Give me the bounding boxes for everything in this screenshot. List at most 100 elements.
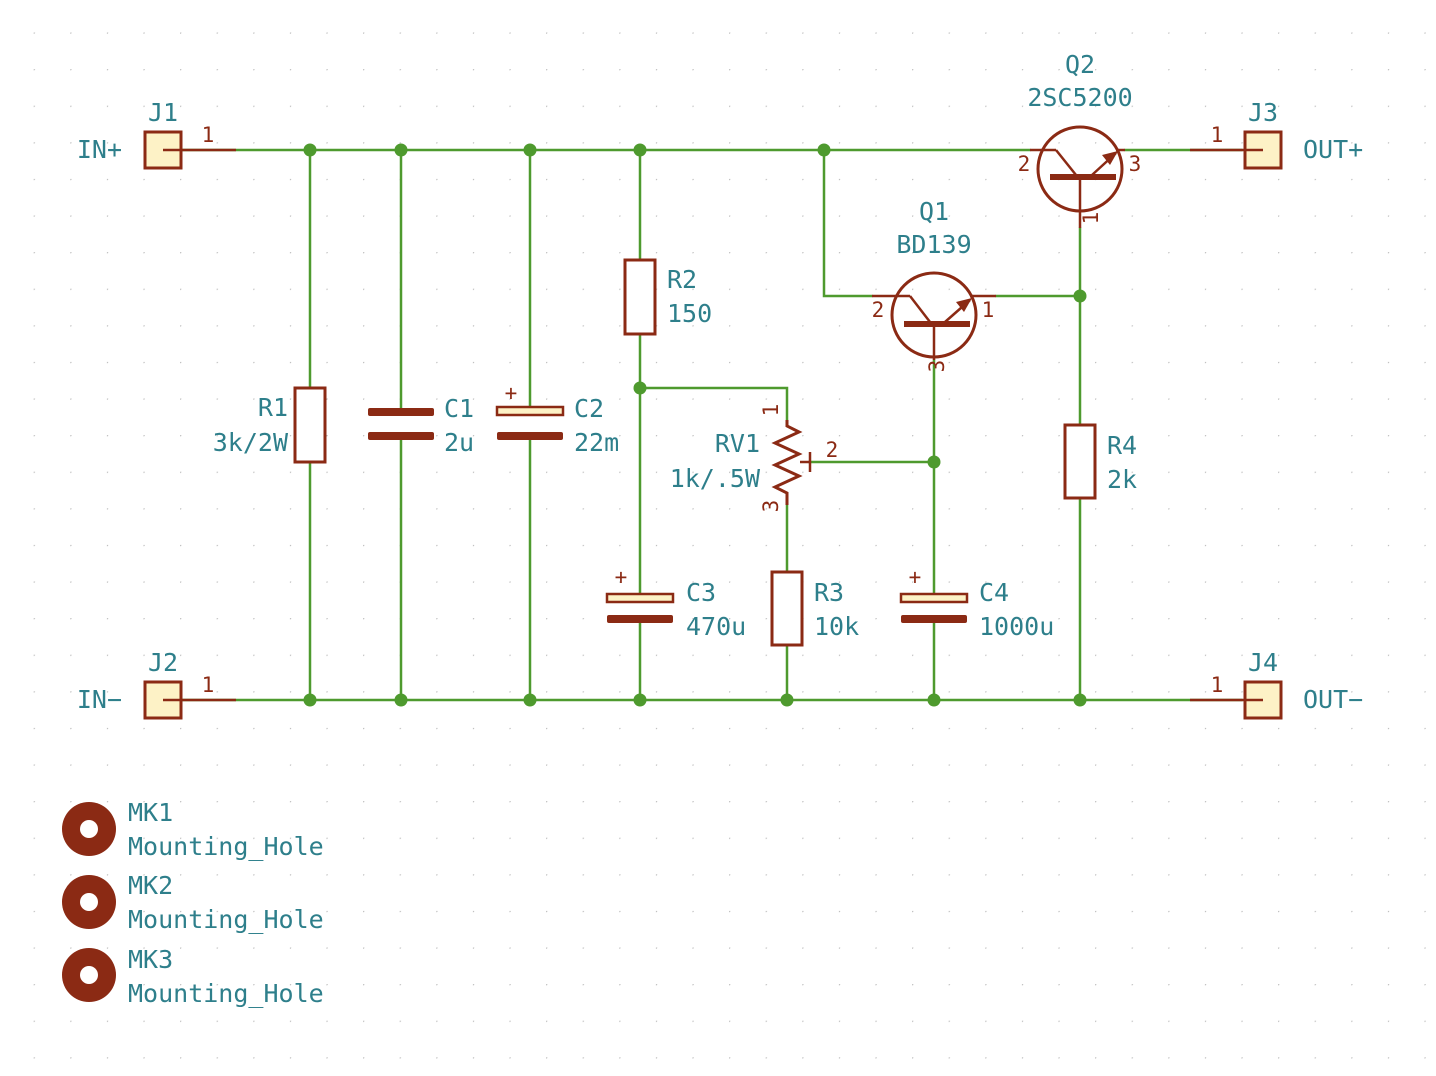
capacitor-c2-plate-negative <box>497 432 563 440</box>
wire-q1-base[interactable] <box>822 148 874 298</box>
capacitor-c1[interactable]: C1 2u <box>368 394 474 457</box>
resistor-r3-body <box>770 570 804 647</box>
junction-dot <box>1073 693 1087 707</box>
junctions <box>303 143 1087 707</box>
mounting-hole-mk1-ref: MK1 <box>128 798 173 827</box>
transistor-q1-ref: Q1 <box>919 197 949 226</box>
junction-dot <box>394 693 408 707</box>
capacitor-c3-value: 470u <box>686 612 746 641</box>
resistor-r2-value: 150 <box>667 299 712 328</box>
resistor-r1-value: 3k/2W <box>213 428 289 457</box>
mounting-hole-mk2-value: Mounting_Hole <box>128 905 324 934</box>
capacitor-c4[interactable]: + C4 1000u <box>899 565 1054 641</box>
capacitor-c3-plate-positive <box>605 592 675 604</box>
potentiometer-rv1-pin-1: 1 <box>759 404 783 417</box>
resistor-r2-ref: R2 <box>667 265 697 294</box>
potentiometer-rv1-zigzag <box>771 420 803 505</box>
resistor-r3[interactable]: R3 10k <box>770 570 859 647</box>
junction-dot <box>633 143 647 157</box>
junction-dot <box>780 693 794 707</box>
capacitor-c2-value: 22m <box>574 428 619 457</box>
capacitor-c3-ref: C3 <box>686 578 716 607</box>
transistor-q2-pin-base: 2 <box>1018 152 1031 176</box>
connector-j1-ref: J1 <box>148 98 178 127</box>
transistor-q2-value: 2SC5200 <box>1027 83 1132 112</box>
capacitor-c3-polarity: + <box>615 565 628 589</box>
junction-dot <box>927 693 941 707</box>
mounting-hole-mk2[interactable]: MK2 Mounting_Hole <box>62 871 324 934</box>
connector-j1-pin-number: 1 <box>202 123 215 147</box>
connector-j1[interactable]: J1 1 IN+ <box>77 98 236 170</box>
mounting-hole-drill <box>80 966 98 984</box>
connector-j4[interactable]: J4 1 OUT− <box>1190 648 1363 720</box>
mounting-hole-mk2-ref: MK2 <box>128 871 173 900</box>
transistor-q1-collector-inner <box>909 295 931 323</box>
net-label-out-minus: OUT− <box>1303 685 1363 714</box>
capacitor-c3[interactable]: + C3 470u <box>605 565 746 641</box>
capacitor-c2[interactable]: + C2 22m <box>495 381 619 457</box>
mounting-hole-mk1[interactable]: MK1 Mounting_Hole <box>62 798 324 861</box>
junction-dot <box>303 143 317 157</box>
capacitor-c4-polarity: + <box>909 565 922 589</box>
capacitor-c4-plate-positive <box>899 592 969 604</box>
junction-dot <box>633 693 647 707</box>
capacitor-c2-polarity: + <box>505 381 518 405</box>
net-label-in-plus: IN+ <box>77 135 122 164</box>
connector-j3-pin-number: 1 <box>1211 123 1224 147</box>
capacitor-c4-plate-negative <box>901 615 967 623</box>
connector-j3-ref: J3 <box>1248 98 1278 127</box>
junction-dot <box>394 143 408 157</box>
resistor-r3-value: 10k <box>814 612 859 641</box>
connector-j4-pin-number: 1 <box>1211 673 1224 697</box>
connector-j2-ref: J2 <box>148 648 178 677</box>
resistor-r4[interactable]: R4 2k <box>1063 423 1137 500</box>
potentiometer-rv1-ref: RV1 <box>715 429 760 458</box>
junction-dot <box>817 143 831 157</box>
transistor-q2-base-inner <box>1055 149 1077 176</box>
transistor-q2-pin-emitter: 3 <box>1129 152 1142 176</box>
connector-j2[interactable]: J2 1 IN− <box>77 648 236 720</box>
net-label-out-plus: OUT+ <box>1303 135 1363 164</box>
connector-j3[interactable]: J3 1 OUT+ <box>1190 98 1363 170</box>
junction-dot <box>523 693 537 707</box>
capacitor-c4-ref: C4 <box>979 578 1009 607</box>
resistor-r2[interactable]: R2 150 <box>623 258 712 336</box>
mounting-hole-mk3-ref: MK3 <box>128 945 173 974</box>
transistor-q2-pin-collector: 1 <box>1079 212 1103 225</box>
mounting-hole-mk3[interactable]: MK3 Mounting_Hole <box>62 945 324 1008</box>
potentiometer-rv1-pin-3: 3 <box>759 500 783 513</box>
capacitor-c1-ref: C1 <box>444 394 474 423</box>
transistor-q1-pin-collector: 3 <box>925 360 949 373</box>
potentiometer-rv1-value: 1k/.5W <box>670 464 761 493</box>
resistor-r1-body <box>293 386 327 464</box>
junction-dot <box>633 381 647 395</box>
resistor-r1-ref: R1 <box>258 393 288 422</box>
connector-j2-pin-number: 1 <box>202 673 215 697</box>
mounting-hole-drill <box>80 893 98 911</box>
connector-j4-ref: J4 <box>1248 648 1278 677</box>
capacitor-c2-ref: C2 <box>574 394 604 423</box>
transistor-q1[interactable]: Q1 BD139 2 1 3 <box>872 197 996 372</box>
wire-r2-node-to-rv1[interactable] <box>638 386 789 422</box>
transistor-q1-value: BD139 <box>896 230 971 259</box>
mounting-hole-mk1-value: Mounting_Hole <box>128 832 324 861</box>
junction-dot <box>523 143 537 157</box>
potentiometer-rv1[interactable]: RV1 1k/.5W 1 2 3 <box>670 404 839 513</box>
mounting-hole-mk3-value: Mounting_Hole <box>128 979 324 1008</box>
net-label-in-minus: IN− <box>77 685 122 714</box>
resistor-r4-ref: R4 <box>1107 431 1137 460</box>
capacitor-c1-plate-bottom <box>368 432 434 440</box>
transistor-q2[interactable]: Q2 2SC5200 2 3 1 <box>1018 50 1142 228</box>
transistor-q2-emitter-arrow <box>1102 151 1118 165</box>
transistor-q1-pin-emitter: 1 <box>982 298 995 322</box>
resistor-r3-ref: R3 <box>814 578 844 607</box>
capacitor-c3-plate-negative <box>607 615 673 623</box>
transistor-q1-emitter-arrow <box>956 298 972 312</box>
transistor-q1-pin-base: 2 <box>872 298 885 322</box>
resistor-r1[interactable]: R1 3k/2W <box>213 386 327 464</box>
potentiometer-rv1-pin-2: 2 <box>826 438 839 462</box>
capacitor-c2-plate-positive <box>495 405 565 417</box>
capacitor-c4-value: 1000u <box>979 612 1054 641</box>
